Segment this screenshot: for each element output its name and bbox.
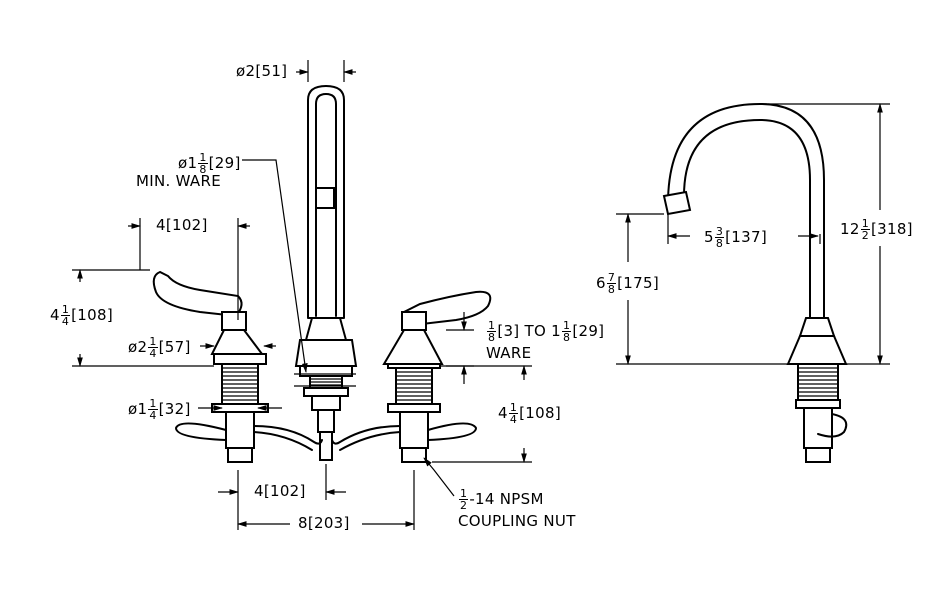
right-valve — [382, 290, 492, 463]
left-valve — [152, 270, 269, 463]
supply-hoses — [175, 422, 477, 451]
dimension-lines — [72, 60, 890, 530]
spout-front — [294, 85, 358, 461]
min-ware-caption: MIN. WARE — [136, 172, 221, 190]
front-view — [152, 85, 492, 463]
side-view — [662, 103, 848, 463]
spout-diameter-label: ø2[51] — [236, 62, 288, 80]
handle-spacing-label: 4[102] — [156, 216, 208, 234]
tee-offset-label: 4[102] — [254, 482, 306, 500]
coupling-nut-caption: COUPLING NUT — [458, 512, 576, 530]
ware-caption: WARE — [486, 344, 532, 362]
centers-label: 8[203] — [298, 514, 350, 532]
